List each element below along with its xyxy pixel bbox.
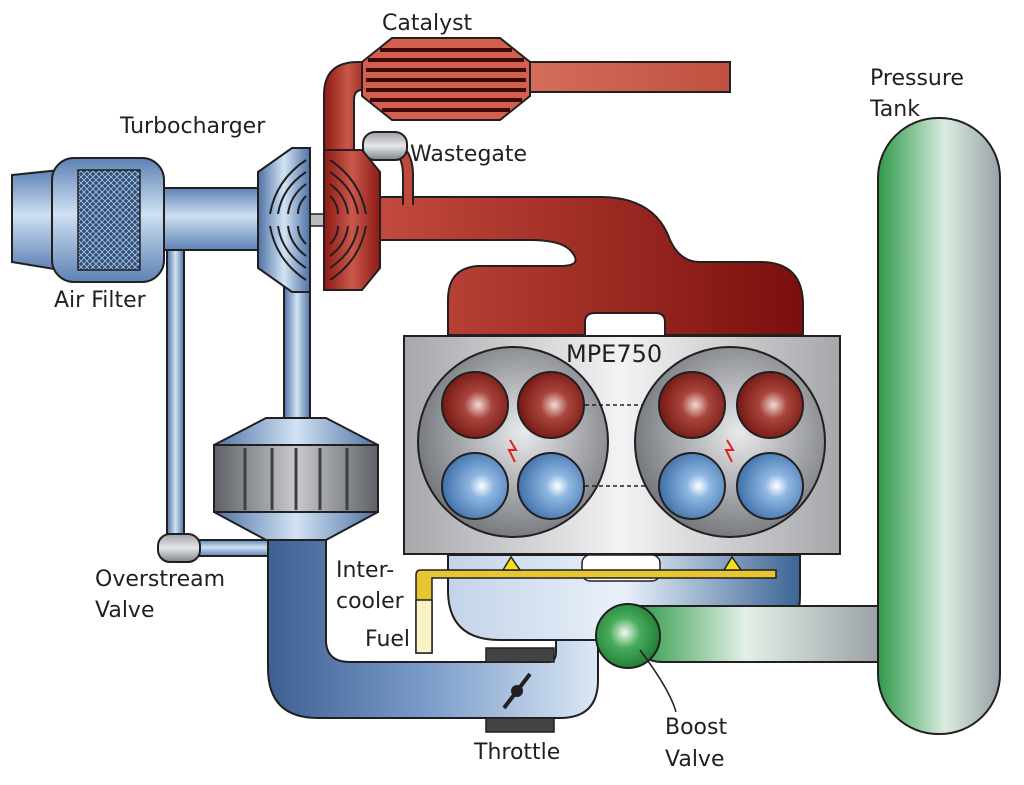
tailpipe (519, 61, 731, 93)
intercooler-label-line2: cooler (336, 589, 405, 614)
throttle-label: Throttle (473, 740, 560, 765)
air-filter (11, 157, 165, 283)
overstream-valve-label-line2: Valve (95, 598, 155, 623)
fuel-line (415, 555, 777, 654)
engine-model-label: MPE750 (566, 340, 662, 368)
wastegate-label: Wastegate (410, 142, 527, 167)
catalyst-label: Catalyst (382, 11, 473, 36)
turbocharger (257, 147, 381, 293)
throttle-body (485, 647, 555, 733)
intercooler-label-line1: Inter- (336, 558, 394, 583)
boost-valve (595, 603, 661, 669)
boost-valve-label-line1: Boost (665, 715, 727, 740)
boost-valve-label-line2: Valve (665, 747, 725, 772)
intake-tube (159, 187, 261, 251)
fuel-label: Fuel (365, 627, 410, 652)
pressure-tank (877, 117, 1001, 735)
cylinder-bank-left (417, 346, 663, 538)
intercooler (213, 417, 379, 541)
cylinder-bank-right (634, 346, 826, 538)
wastegate-valve (362, 131, 408, 161)
pressure-tank-label-line2: Tank (869, 97, 920, 122)
callout-lines (639, 649, 677, 713)
exhaust-manifold (367, 196, 804, 336)
turbocharger-label: Turbocharger (119, 114, 266, 139)
compressor-outlet-pipe (283, 274, 311, 426)
overstream-valve-label-line1: Overstream (95, 567, 225, 592)
catalyst (361, 37, 531, 121)
pressure-pipe (635, 605, 881, 663)
air-filter-label: Air Filter (54, 288, 147, 313)
overstream-valve (157, 533, 201, 563)
pressure-tank-label-line1: Pressure (870, 66, 964, 91)
